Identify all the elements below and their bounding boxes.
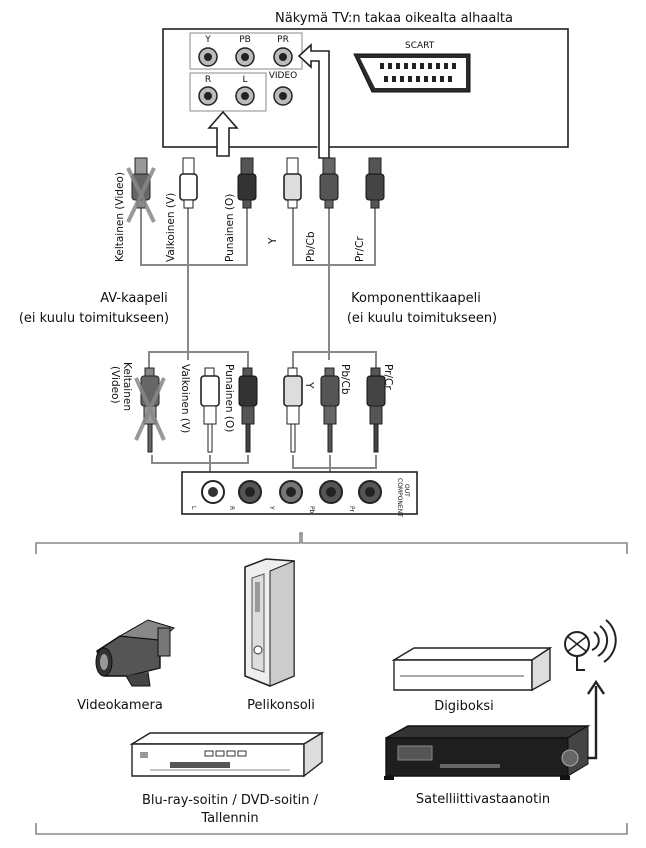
- cables: [140, 205, 377, 478]
- label-bottom-y: Y: [303, 381, 315, 389]
- label-bottom-white: Valkoinen (V): [179, 364, 191, 433]
- label-player-line1: Blu-ray-soitin / DVD-soitin /: [142, 793, 319, 808]
- plug-top-red: [237, 157, 257, 209]
- arrow-up-av-icon: [207, 110, 239, 157]
- label-bottom-pr: Pr/Cr: [382, 364, 394, 390]
- device-label-y: Y: [268, 505, 275, 510]
- arrow-satellite-icon: [585, 679, 605, 760]
- satellite-receiver-icon: [384, 725, 591, 780]
- device-jack-r: [238, 480, 262, 504]
- arrow-bend-component-icon: [297, 43, 330, 159]
- label-digibox: Digiboksi: [434, 699, 494, 714]
- tv-jack-video: [273, 86, 293, 106]
- label-top-pb: Pb/Cb: [305, 231, 317, 262]
- device-output-panel: L R Y Pb Pr COMPONENT OUT: [181, 471, 418, 517]
- plug-top-pb: [319, 157, 339, 209]
- plug-top-pr: [365, 157, 385, 209]
- component-out-label: COMPONENT: [396, 478, 403, 517]
- label-satellite: Satelliittivastaanotin: [416, 792, 550, 807]
- tv-label-y: Y: [204, 35, 211, 45]
- plug-bottom-pr: [366, 367, 386, 453]
- tv-label-l: L: [242, 75, 247, 85]
- camcorder-icon: [95, 619, 176, 687]
- component-out-label-2: OUT: [403, 484, 410, 497]
- tv-jack-r: [198, 86, 218, 106]
- plug-top-white: [179, 157, 198, 209]
- label-bottom-video: (Video): [109, 366, 121, 404]
- satellite-dish-icon: [564, 619, 617, 671]
- label-top-red: Punainen (O): [224, 194, 236, 262]
- x-mark-top-icon: [126, 167, 156, 223]
- plug-bottom-red: [238, 367, 258, 453]
- device-jack-y: [279, 480, 303, 504]
- label-top-pr: Pr/Cr: [354, 236, 366, 262]
- tv-label-video: VIDEO: [269, 71, 298, 81]
- device-jack-pb: [319, 480, 343, 504]
- label-bottom-yellow: Keltainen: [121, 362, 133, 411]
- scart-label: SCART: [405, 41, 435, 51]
- device-jack-l: [201, 480, 225, 504]
- label-top-yellow: Keltainen (Video): [114, 172, 126, 262]
- component-cable-label: Komponenttikaapeli: [351, 291, 481, 306]
- scart-connector: [353, 53, 471, 93]
- label-bottom-pb: Pb/Cb: [339, 364, 351, 395]
- tv-jack-y: [198, 47, 218, 67]
- plug-top-yellow: [131, 157, 151, 209]
- bluray-player-icon: [129, 731, 325, 778]
- device-bracket: [35, 532, 628, 835]
- component-cable-note: (ei kuulu toimitukseen): [347, 311, 497, 326]
- device-label-pr: Pr: [348, 506, 355, 513]
- tv-label-pb: PB: [239, 35, 251, 45]
- label-bottom-red: Punainen (O): [223, 364, 235, 432]
- plug-top-y: [283, 157, 302, 209]
- tv-jack-l: [235, 86, 255, 106]
- game-console-icon: [244, 558, 295, 687]
- label-console: Pelikonsoli: [247, 698, 315, 713]
- label-camcorder: Videokamera: [77, 698, 163, 713]
- label-top-white: Valkoinen (V): [165, 193, 177, 262]
- device-label-l: L: [190, 506, 197, 510]
- plug-bottom-y: [283, 367, 303, 453]
- plug-bottom-pb: [320, 367, 340, 453]
- device-label-pb: Pb: [308, 506, 315, 514]
- tv-label-r: R: [205, 75, 211, 85]
- label-player-line2: Tallennin: [200, 811, 258, 826]
- device-jack-pr: [358, 480, 382, 504]
- device-label-r: R: [228, 506, 235, 510]
- plug-bottom-white: [200, 367, 220, 453]
- diagram-title: Näkymä TV:n takaa oikealta alhaalta: [275, 11, 513, 26]
- tv-jack-pr: [273, 47, 293, 67]
- x-mark-bottom-icon: [134, 377, 166, 441]
- av-cable-label: AV-kaapeli: [100, 291, 168, 306]
- digibox-icon: [391, 646, 553, 692]
- label-top-y: Y: [267, 237, 279, 245]
- tv-label-pr: PR: [277, 35, 289, 45]
- av-cable-note: (ei kuulu toimitukseen): [19, 311, 169, 326]
- tv-jack-pb: [235, 47, 255, 67]
